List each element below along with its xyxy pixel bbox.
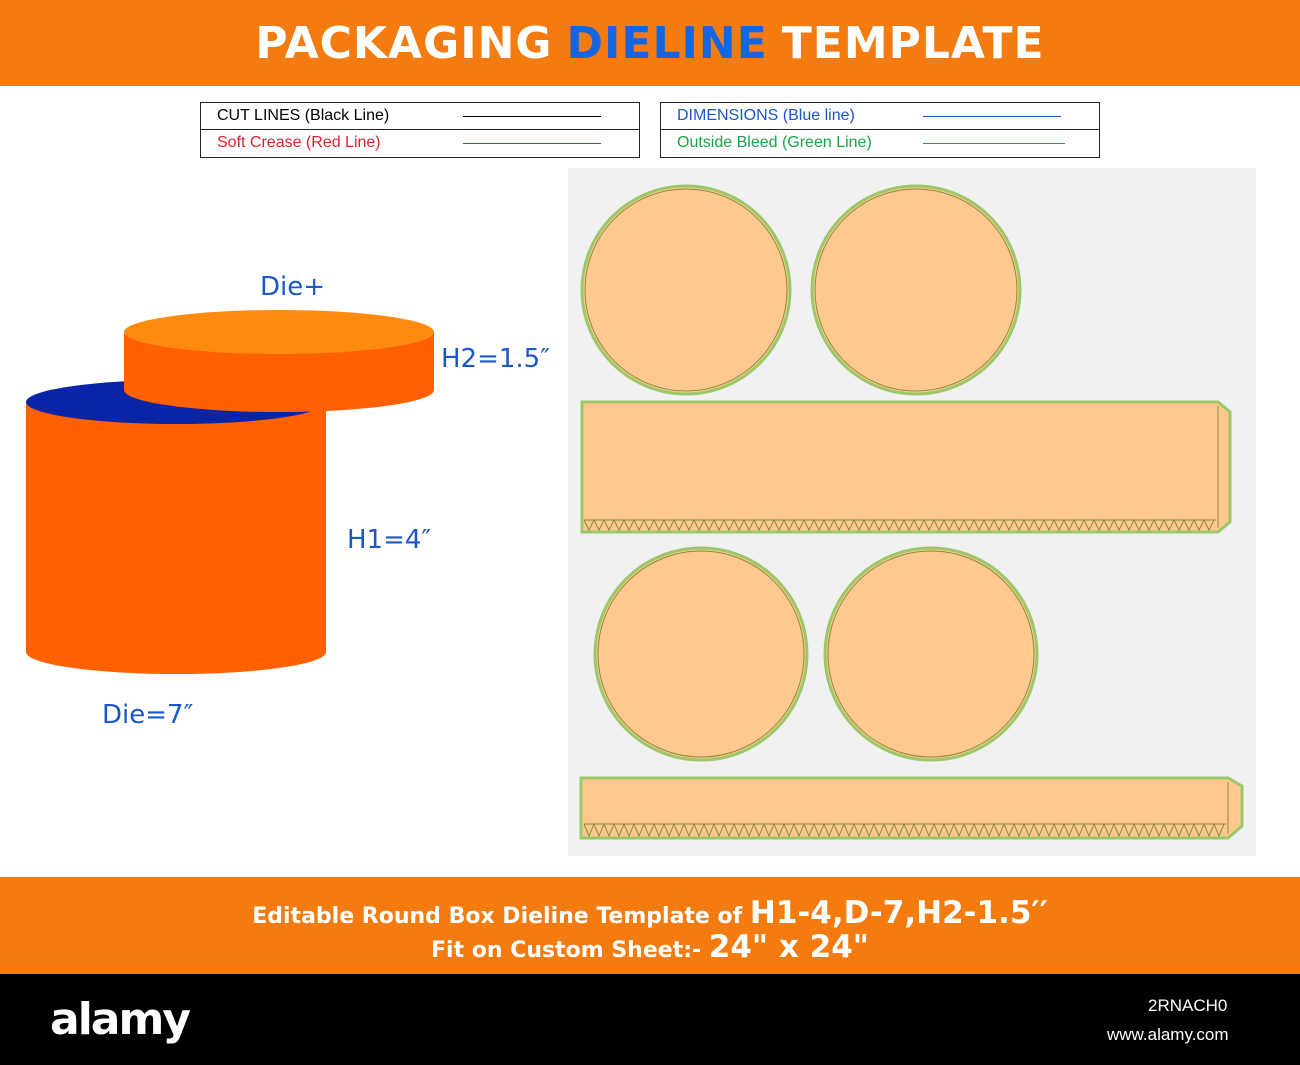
body-tab-teeth xyxy=(583,518,1215,532)
legend-label-cut: CUT LINES (Black Line) xyxy=(217,107,390,124)
box-body xyxy=(26,402,326,674)
footer-line2-value: 24" x 24" xyxy=(708,929,869,965)
round-box-illustration xyxy=(26,310,434,674)
footer-banner: Editable Round Box Dieline Template of H… xyxy=(0,877,1300,974)
line-legend-right: DIMENSIONS (Blue line) Outside Bleed (Gr… xyxy=(660,102,1100,158)
legend-row-bleed: Outside Bleed (Green Line) xyxy=(661,129,1099,156)
lid-bottom-circle xyxy=(810,184,1022,396)
dieline-drawing xyxy=(579,184,1244,840)
footer-line1-value: H1-4,D-7,H2-1.5′′ xyxy=(749,895,1048,931)
legend-label-dimensions: DIMENSIONS (Blue line) xyxy=(677,107,855,124)
footer-line-2: Fit on Custom Sheet:- 24" x 24" xyxy=(0,929,1300,965)
title-accent: DIELINE xyxy=(566,17,768,69)
legend-row-crease: Soft Crease (Red Line) xyxy=(201,129,639,156)
body-strip xyxy=(580,400,1232,534)
stock-bar: alamy 2RNACH0 www.alamy.com xyxy=(0,974,1300,1065)
legend-line-cut xyxy=(463,116,601,117)
page-title: PACKAGING DIELINE TEMPLATE xyxy=(0,0,1300,86)
footer-line1-prefix: Editable Round Box Dieline Template of xyxy=(252,904,743,929)
lid-label: Die+ xyxy=(260,272,326,302)
body-wall-panel xyxy=(580,400,1232,534)
legend-line-crease xyxy=(463,143,601,144)
base-circle xyxy=(597,550,805,758)
base-inner-circle xyxy=(827,550,1035,758)
dieline-sheet xyxy=(568,168,1256,856)
lid-strip xyxy=(579,776,1244,840)
legend-label-crease: Soft Crease (Red Line) xyxy=(217,134,381,151)
legend-label-bleed: Outside Bleed (Green Line) xyxy=(677,134,872,151)
brand-logo: alamy xyxy=(50,994,191,1045)
legend-row-cut: CUT LINES (Black Line) xyxy=(201,103,639,129)
legend-line-dimensions xyxy=(923,116,1061,117)
footer-line-1: Editable Round Box Dieline Template of H… xyxy=(0,895,1300,931)
lid-circles xyxy=(580,184,1022,396)
line-legend-left: CUT LINES (Black Line) Soft Crease (Red … xyxy=(200,102,640,158)
image-id: 2RNACH0 xyxy=(1148,996,1228,1015)
lid-top-circle xyxy=(584,188,788,392)
legend-row-dimensions: DIMENSIONS (Blue line) xyxy=(661,103,1099,129)
box-lid-top xyxy=(124,310,434,354)
diameter-label: Die=7″ xyxy=(102,700,194,730)
base-inner-circle xyxy=(823,546,1039,762)
footer-line2-prefix: Fit on Custom Sheet:- xyxy=(431,938,702,963)
lid-bottom-circle xyxy=(814,188,1018,392)
lid-top-circle xyxy=(580,184,792,396)
lid-height-label: H2=1.5″ xyxy=(441,344,550,374)
title-part2: TEMPLATE xyxy=(781,17,1045,69)
title-part1: PACKAGING xyxy=(255,17,553,69)
base-circles xyxy=(593,546,1039,762)
box-lid-side xyxy=(124,332,434,412)
body-height-label: H1=4″ xyxy=(347,525,432,555)
base-circle xyxy=(593,546,809,762)
legend-line-bleed xyxy=(923,143,1065,144)
site-url: www.alamy.com xyxy=(1107,1025,1229,1044)
lid-wall-panel xyxy=(579,776,1244,840)
